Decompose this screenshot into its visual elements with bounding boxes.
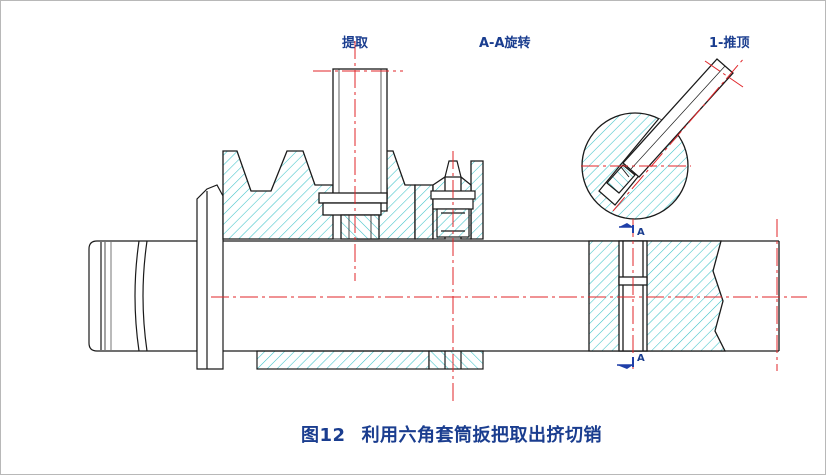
label-ejector: 1-推顶	[709, 35, 749, 51]
label-section-rotate: A-A旋转	[479, 35, 531, 51]
hex-socket-wrench	[318, 68, 388, 240]
coupling-block-section	[588, 240, 727, 352]
figure-caption: 图12 利用六角套筒扳把取出挤切销	[301, 421, 661, 447]
shaft-collar	[196, 184, 224, 370]
gear-hub-lower-section	[256, 350, 484, 370]
section-mark-bottom: A	[637, 353, 645, 364]
centerlines	[211, 41, 807, 401]
ejector-rod	[622, 58, 734, 178]
figure-number: 图12	[301, 425, 346, 446]
section-mark-top: A	[637, 227, 645, 238]
shaft-left-end	[88, 240, 198, 352]
section-marker-bottom: A	[617, 353, 645, 369]
label-extract: 提取	[342, 35, 369, 51]
figure-title: 利用六角套筒扳把取出挤切销	[361, 425, 603, 446]
section-marker-top: A	[619, 223, 645, 238]
